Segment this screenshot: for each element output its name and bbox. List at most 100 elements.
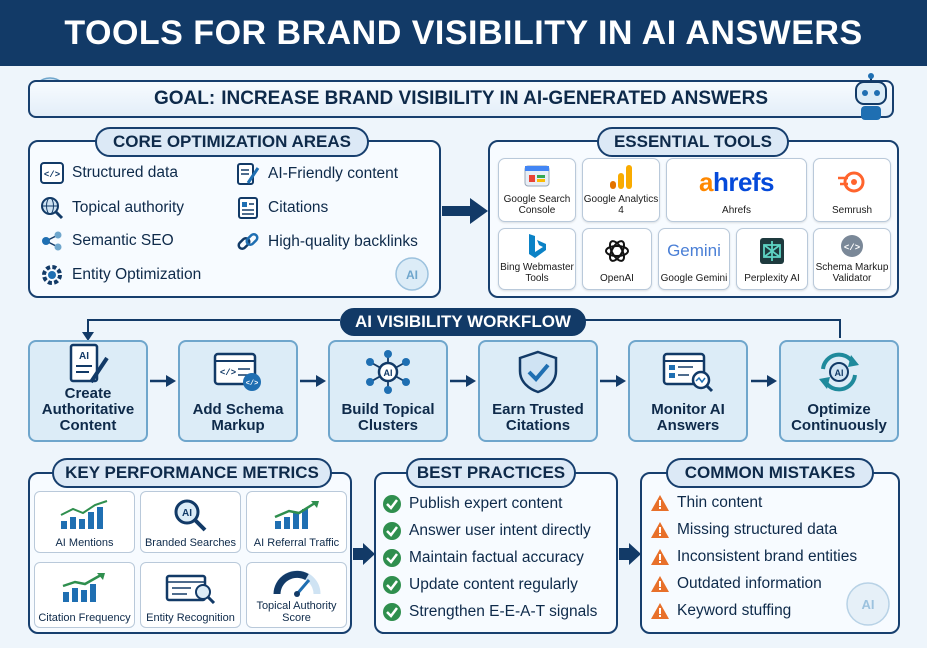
warning-triangle-icon: [651, 576, 669, 592]
code-icon: </>: [40, 162, 64, 184]
mistake-item: Thin content: [650, 494, 762, 512]
network-icon: [42, 231, 62, 251]
core-badge-label: AI: [406, 268, 418, 282]
bing-icon: [529, 233, 546, 258]
document-ai-pen-icon: AI: [69, 343, 109, 384]
step-build-clusters: AI Build Topical Clusters: [328, 340, 448, 442]
arrow-right-icon: [300, 375, 326, 387]
practice-item: Maintain factual accuracy: [382, 548, 584, 568]
growth-chart-icon: [274, 500, 319, 529]
core-item-entity-optimization: Entity Optimization: [40, 263, 201, 287]
monitor-search-icon: [662, 352, 714, 393]
arrow-right-icon: [442, 198, 488, 224]
gear-icon: [42, 265, 62, 285]
goal-banner: GOAL: INCREASE BRAND VISIBILITY IN AI-GE…: [28, 80, 894, 118]
core-areas-panel: [28, 140, 441, 298]
metric-ai-referral-traffic: AI Referral Traffic: [246, 491, 347, 553]
check-circle-icon: [383, 522, 401, 540]
ai-brain-icon: AI: [846, 582, 890, 626]
arrow-right-icon: [150, 375, 176, 387]
metric-branded-searches: AI Branded Searches: [140, 491, 241, 553]
create-step-badge: AI: [79, 351, 89, 362]
metric-citation-frequency: Citation Frequency: [34, 562, 135, 628]
metrics-title: KEY PERFORMANCE METRICS: [52, 458, 332, 488]
practice-item: Update content regularly: [382, 575, 578, 595]
core-item-ai-friendly-content: AI-Friendly content: [236, 162, 398, 186]
schema-code-icon: </>: [841, 234, 863, 257]
magnifier-ai-icon: AI: [174, 499, 206, 531]
step-create-content: AI Create Authoritative Content: [28, 340, 148, 442]
check-circle-icon: [383, 495, 401, 513]
google-search-console-icon: [524, 165, 550, 186]
ahrefs-logo: aahrefshrefs: [698, 166, 775, 197]
workflow-title: AI VISIBILITY WORKFLOW: [340, 308, 586, 336]
best-practices-title: BEST PRACTICES: [406, 458, 576, 488]
tool-perplexity[interactable]: Perplexity AI: [736, 228, 808, 290]
bar-chart-icon: [60, 499, 107, 529]
step-monitor-answers: Monitor AI Answers: [628, 340, 748, 442]
metric-ai-mentions: AI Mentions: [34, 491, 135, 553]
metric-entity-recognition: Entity Recognition: [140, 562, 241, 628]
metrics-badge-label: AI: [182, 508, 192, 519]
robot-icon: [855, 73, 887, 120]
arrow-right-icon: [751, 375, 777, 387]
common-mistakes-title: COMMON MISTAKES: [666, 458, 874, 488]
best-practices-panel: [374, 472, 618, 634]
browser-code-icon: </> </>: [213, 352, 261, 391]
metric-topical-authority-score: Topical Authority Score: [246, 562, 347, 628]
core-item-backlinks: High-quality backlinks: [236, 230, 418, 254]
warning-triangle-icon: [651, 495, 669, 511]
tool-bing-webmaster[interactable]: Bing Webmaster Tools: [498, 228, 576, 290]
mistake-item: Keyword stuffing: [650, 602, 791, 620]
refresh-ai-icon: AI: [819, 352, 859, 392]
document-pen-icon: [237, 163, 260, 185]
mistake-item: Inconsistent brand entities: [650, 548, 857, 566]
practice-item: Publish expert content: [382, 494, 562, 514]
tool-google-analytics[interactable]: Google Analytics 4: [582, 158, 660, 222]
shield-check-icon: [518, 350, 558, 394]
tool-ahrefs[interactable]: aahrefshrefs Ahrefs: [666, 158, 807, 222]
core-areas-title: CORE OPTIMIZATION AREAS: [95, 127, 369, 157]
citation-doc-icon: [238, 197, 258, 219]
mistake-item: Missing structured data: [650, 521, 837, 539]
workflow-loop-line: [82, 319, 841, 341]
arrow-right-icon: [619, 543, 641, 565]
openai-icon: [605, 240, 629, 262]
cluster-network-icon: AI: [366, 350, 410, 394]
line-chart-icon: [62, 572, 105, 602]
practice-item: Strengthen E-E-A-T signals: [382, 602, 597, 622]
practice-item: Answer user intent directly: [382, 521, 591, 541]
perplexity-icon: [760, 238, 784, 264]
step-add-schema: </> </> Add Schema Markup: [178, 340, 298, 442]
essential-tools-title: ESSENTIAL TOOLS: [597, 127, 789, 157]
step-earn-citations: Earn Trusted Citations: [478, 340, 598, 442]
core-item-citations: Citations: [236, 196, 328, 220]
tool-google-gemini[interactable]: Gemini Google Gemini: [658, 228, 730, 290]
tool-schema-validator[interactable]: </> Schema Markup Validator: [813, 228, 891, 290]
mistakes-badge-label: AI: [862, 597, 875, 612]
id-search-icon: [165, 574, 215, 604]
gemini-logo: Gemini: [667, 241, 721, 260]
step-optimize: AI Optimize Continuously: [779, 340, 899, 442]
google-analytics-icon: [610, 164, 632, 189]
arrow-right-icon: [600, 375, 626, 387]
goal-label: GOAL:: [153, 88, 216, 109]
warning-triangle-icon: [651, 522, 669, 538]
core-item-topical-authority: Topical authority: [40, 196, 184, 220]
svg-text:</>: </>: [246, 380, 259, 388]
goal-text: INCREASE BRAND VISIBILITY IN AI-GENERATE…: [221, 88, 769, 109]
arrow-right-icon: [353, 543, 375, 565]
check-circle-icon: [383, 603, 401, 621]
svg-text:</>: </>: [220, 368, 236, 378]
svg-text:</>: </>: [44, 170, 60, 180]
optimize-step-badge: AI: [835, 368, 844, 378]
tool-google-search-console[interactable]: Google Search Console: [498, 158, 576, 222]
core-item-semantic-seo: Semantic SEO: [40, 230, 174, 252]
clusters-step-badge: AI: [384, 368, 393, 378]
tool-openai[interactable]: OpenAI: [582, 228, 652, 290]
link-icon: [237, 232, 259, 251]
mistake-item: Outdated information: [650, 575, 822, 593]
tool-semrush[interactable]: Semrush: [813, 158, 891, 222]
page-title: TOOLS FOR BRAND VISIBILITY IN AI ANSWERS: [0, 0, 927, 66]
ai-brain-icon: AI: [395, 257, 429, 291]
